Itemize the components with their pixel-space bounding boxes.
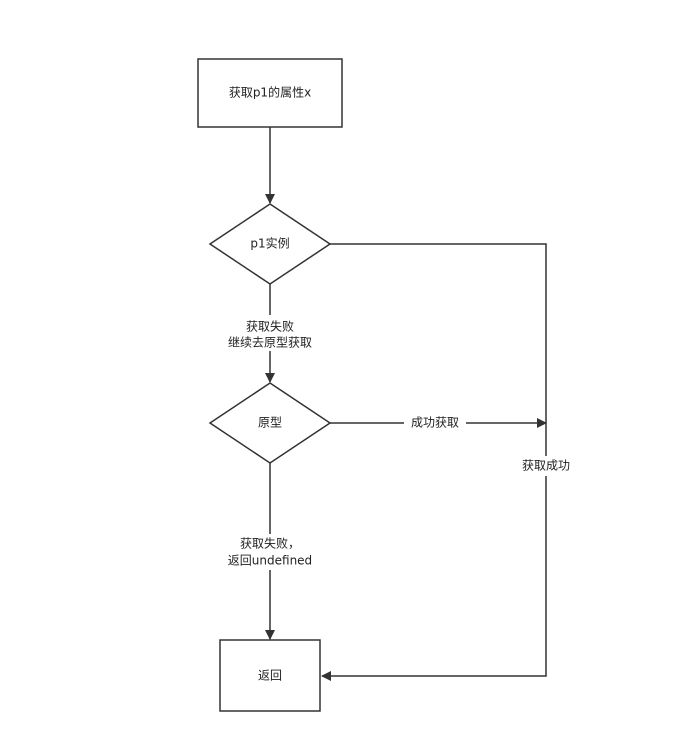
edge-instance-success bbox=[321, 243, 547, 681]
edge-label-prototype-success: 成功获取 bbox=[411, 416, 459, 430]
return-node bbox=[219, 639, 321, 712]
start-node-label: 获取p1的属性x bbox=[229, 85, 311, 100]
prototype-decision-label: 原型 bbox=[258, 416, 282, 430]
start-node bbox=[197, 58, 343, 128]
edge-label-continue-prototype: 继续去原型获取 bbox=[228, 336, 312, 350]
edge-label-prototype-fail: 获取失败， bbox=[240, 536, 300, 551]
edge-label-instance-fail: 获取失败 bbox=[246, 319, 294, 334]
instance-decision-label: p1实例 bbox=[250, 236, 289, 251]
edge-label-return-undefined: 返回undefined bbox=[228, 554, 312, 568]
edge-label-instance-success: 获取成功 bbox=[522, 459, 570, 473]
return-node-label: 返回 bbox=[258, 669, 282, 683]
prototype-decision bbox=[208, 382, 332, 464]
instance-decision bbox=[208, 203, 332, 285]
